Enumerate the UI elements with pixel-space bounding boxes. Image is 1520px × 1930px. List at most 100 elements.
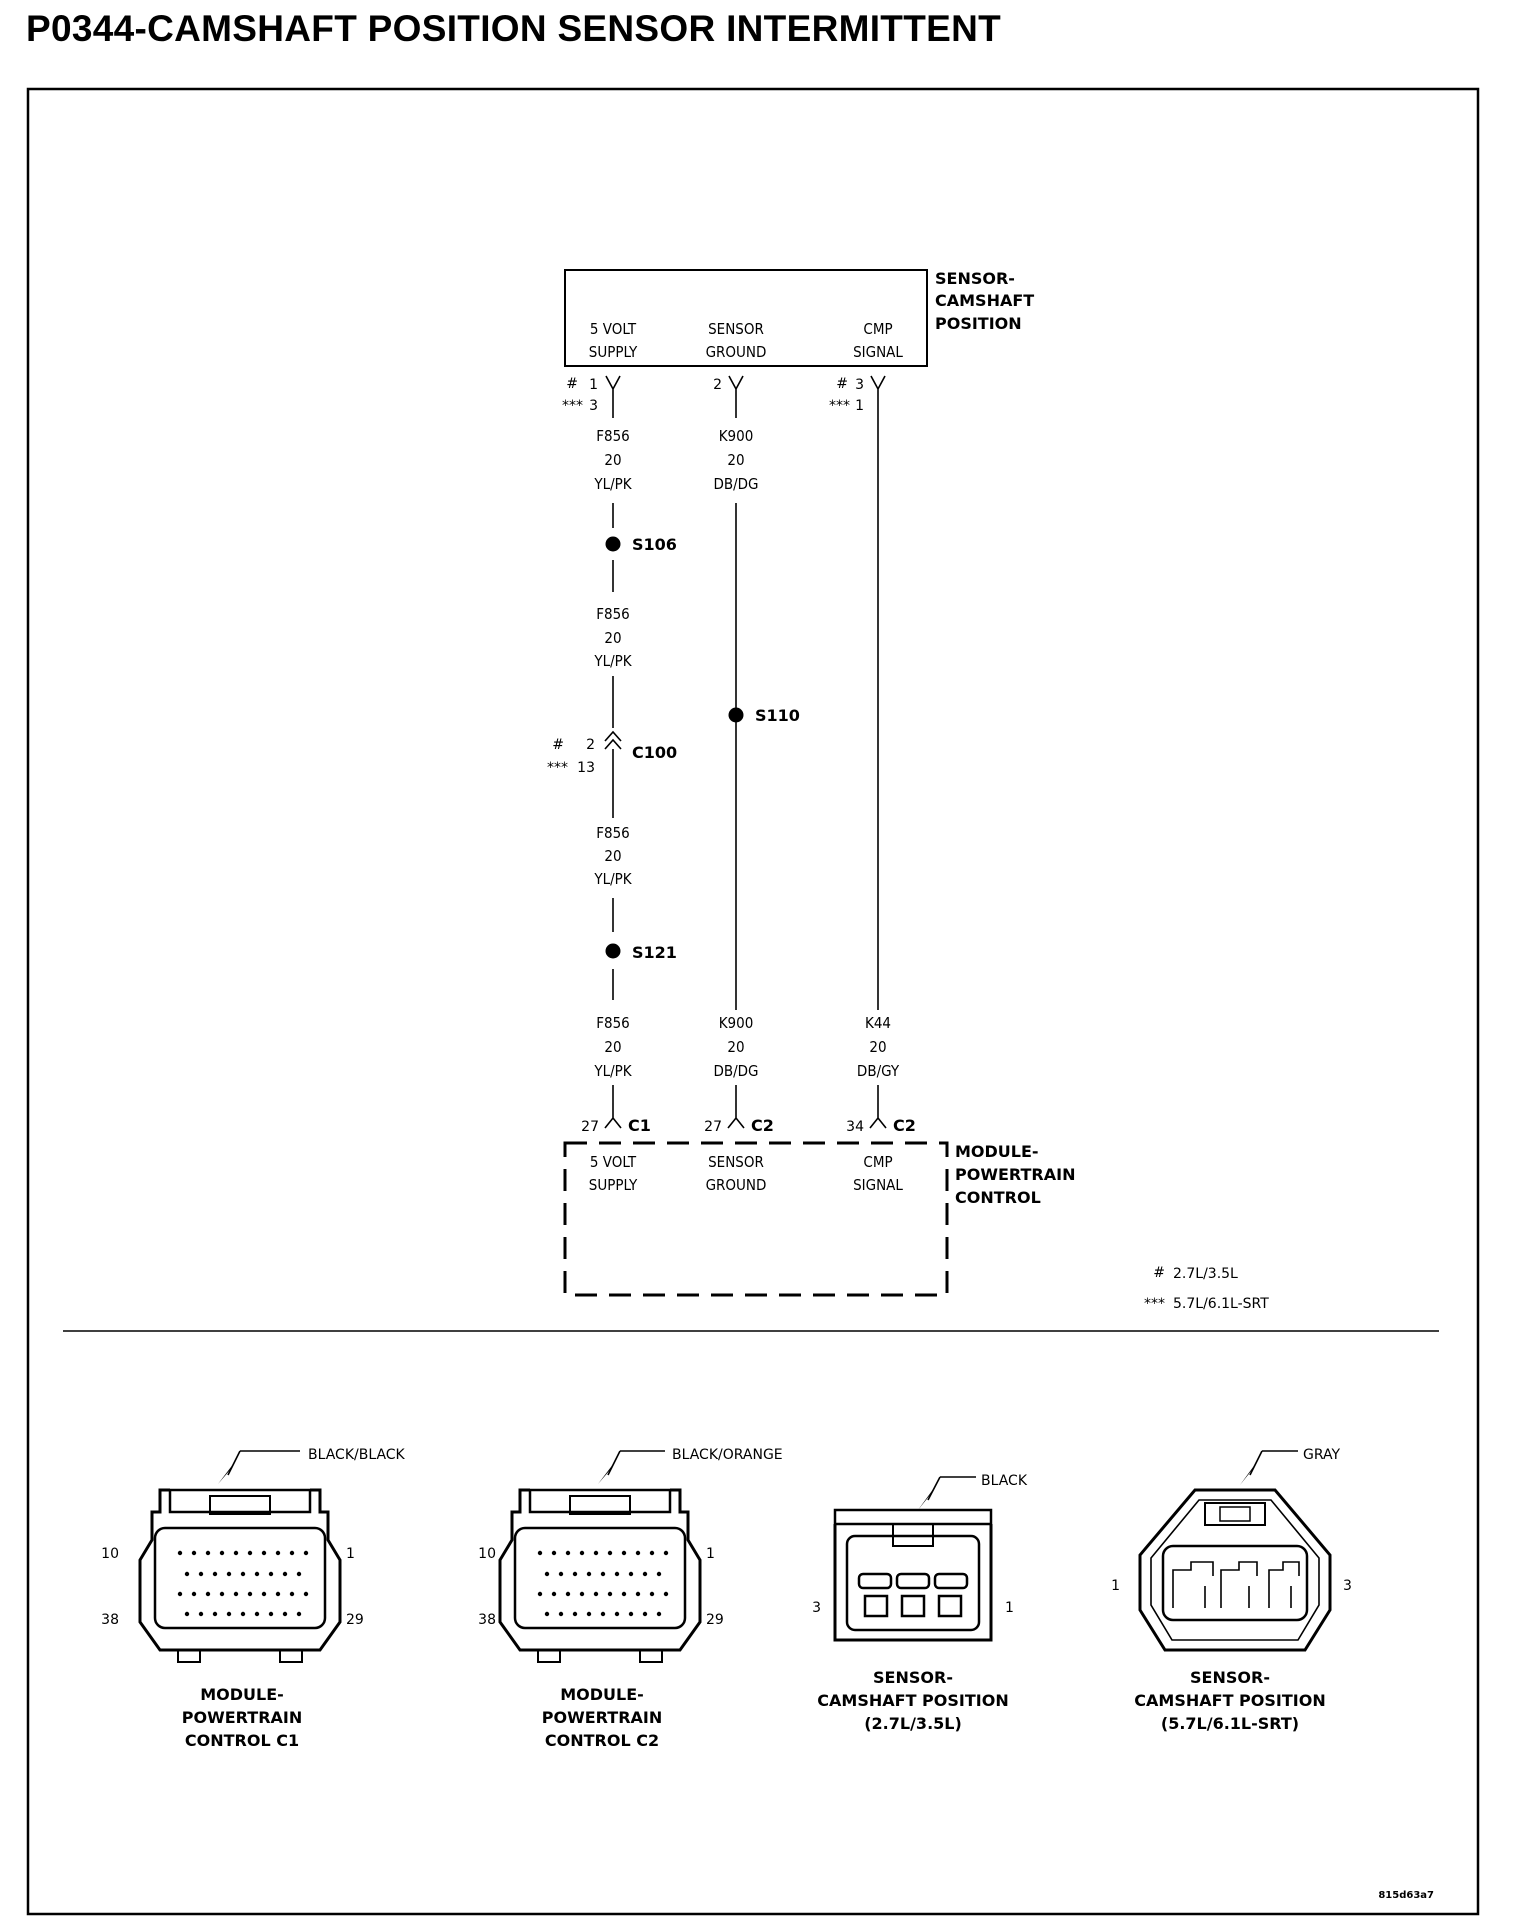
connector-pin-label: 1 bbox=[346, 1546, 355, 1562]
diagram-frame bbox=[26, 87, 1480, 1916]
wire-k900-circuit: K900 bbox=[719, 1014, 754, 1032]
wire-k900-gauge: 20 bbox=[727, 451, 744, 469]
pin-mark-star: *** bbox=[547, 760, 568, 776]
c100-pin-star: 13 bbox=[577, 760, 595, 776]
connector-pin-label: 29 bbox=[706, 1612, 724, 1628]
connector-pin-label: 10 bbox=[101, 1546, 119, 1562]
connector-name: CAMSHAFT POSITION bbox=[1134, 1691, 1325, 1710]
pcm-terminal-ground-line2: GROUND bbox=[706, 1176, 767, 1194]
wire-k44-circuit: K44 bbox=[865, 1014, 891, 1032]
connector-pin-label: 10 bbox=[478, 1546, 496, 1562]
connector-name: CAMSHAFT POSITION bbox=[817, 1691, 1008, 1710]
c100-label: C100 bbox=[632, 743, 677, 762]
wire-f856-circuit: F856 bbox=[596, 1014, 630, 1032]
sensor-terminal-ground-line2: GROUND bbox=[706, 343, 767, 361]
connector-name: SENSOR- bbox=[1190, 1668, 1270, 1687]
figure-id: 815d63a7 bbox=[1378, 1890, 1434, 1901]
wire-f856-circuit: F856 bbox=[596, 605, 630, 623]
connector-pin-label: 1 bbox=[1005, 1600, 1014, 1616]
engine-legend: # 2.7L/3.5L *** 5.7L/6.1L-SRT bbox=[1144, 1265, 1269, 1312]
connector-callout: GRAY bbox=[1303, 1447, 1340, 1463]
connector-name: POWERTRAIN bbox=[182, 1708, 302, 1727]
sensor-pin-signal-hash: 3 bbox=[855, 377, 864, 393]
wire-f856-color: YL/PK bbox=[593, 475, 632, 493]
connector-name: (2.7L/3.5L) bbox=[864, 1714, 962, 1733]
pcm-terminal-supply-line2: SUPPLY bbox=[589, 1176, 638, 1194]
wire-k900-circuit: K900 bbox=[719, 427, 754, 445]
camshaft-sensor-component: SENSOR- CAMSHAFT POSITION 5 VOLT SUPPLY … bbox=[564, 269, 1034, 367]
inline-connector-c100 bbox=[604, 730, 622, 750]
page-title: P0344-CAMSHAFT POSITION SENSOR INTERMITT… bbox=[26, 8, 1001, 49]
wire-k900-color: DB/DG bbox=[713, 1062, 758, 1080]
connector-pin-label: 3 bbox=[812, 1600, 821, 1616]
sensor-name-line-2: CAMSHAFT bbox=[935, 291, 1034, 310]
sensor-name-line-1: SENSOR- bbox=[935, 269, 1015, 288]
connector-view-pcm-c1: BLACK/BLACK 10 1 38 29 MODULE- POWERTRAI… bbox=[101, 1447, 405, 1750]
connector-name: MODULE- bbox=[560, 1685, 644, 1704]
wire-f856-gauge: 20 bbox=[604, 1038, 621, 1056]
wire-k44-gauge: 20 bbox=[869, 1038, 886, 1056]
pin-mark-star: *** bbox=[829, 398, 850, 414]
wire-f856-gauge: 20 bbox=[604, 629, 621, 647]
pcm-name-line-2: POWERTRAIN bbox=[955, 1165, 1075, 1184]
splice-dot bbox=[605, 536, 621, 552]
pcm-pin-supply: 27 bbox=[581, 1119, 599, 1135]
pcm-terminal-ground-line1: SENSOR bbox=[708, 1153, 764, 1171]
pcm-pin-signal: 34 bbox=[846, 1119, 864, 1135]
splice-label-s110: S110 bbox=[755, 706, 800, 725]
sensor-terminal-signal-line2: SIGNAL bbox=[853, 343, 903, 361]
connector-pin-label: 29 bbox=[346, 1612, 364, 1628]
wire-f856-color: YL/PK bbox=[593, 1062, 632, 1080]
legend-text-star: 5.7L/6.1L-SRT bbox=[1173, 1296, 1269, 1312]
pcm-box bbox=[563, 1141, 949, 1297]
connector-callout: BLACK bbox=[981, 1473, 1028, 1489]
pcm-conn-ground: C2 bbox=[751, 1116, 774, 1135]
connector-name: CONTROL C1 bbox=[185, 1731, 299, 1750]
pin-mark-hash: # bbox=[836, 376, 848, 392]
sensor-name-line-3: POSITION bbox=[935, 314, 1022, 333]
sensor-pin-supply-hash: 1 bbox=[589, 377, 598, 393]
wire-f856-gauge: 20 bbox=[604, 451, 621, 469]
wire-f856-gauge: 20 bbox=[604, 847, 621, 865]
connector-view-pcm-c2: BLACK/ORANGE 10 1 38 29 MODULE- POWERTRA… bbox=[478, 1447, 782, 1750]
pcm-name-line-3: CONTROL bbox=[955, 1188, 1041, 1207]
pin-mark-hash: # bbox=[552, 737, 564, 753]
connector-view-sensor-27: BLACK 3 1 SENSOR- CAMSHAFT POSITION (2.7… bbox=[812, 1473, 1028, 1733]
splice-label-s121: S121 bbox=[632, 943, 677, 962]
sensor-pin-ground: 2 bbox=[713, 377, 722, 393]
pcm-pin-symbols bbox=[604, 1103, 887, 1129]
splice-label-s106: S106 bbox=[632, 535, 677, 554]
legend-text-hash: 2.7L/3.5L bbox=[1173, 1266, 1238, 1282]
wire-f856-color: YL/PK bbox=[593, 652, 632, 670]
sensor-pin-supply-star: 3 bbox=[589, 398, 598, 414]
pcm-pin-ground: 27 bbox=[704, 1119, 722, 1135]
splice-dot bbox=[728, 707, 744, 723]
wire-f856-circuit: F856 bbox=[596, 427, 630, 445]
connector-pin-label: 38 bbox=[478, 1612, 496, 1628]
sensor-pin-signal-star: 1 bbox=[855, 398, 864, 414]
connector-pin-label: 3 bbox=[1343, 1578, 1352, 1594]
wire-k900-gauge: 20 bbox=[727, 1038, 744, 1056]
pcm-terminal-signal-line2: SIGNAL bbox=[853, 1176, 903, 1194]
pcm-terminal-supply-line1: 5 VOLT bbox=[590, 1153, 637, 1171]
splice-dot bbox=[605, 943, 621, 959]
wire-f856-color: YL/PK bbox=[593, 870, 632, 888]
connector-callout: BLACK/ORANGE bbox=[672, 1447, 783, 1463]
connector-callout: BLACK/BLACK bbox=[308, 1447, 406, 1463]
connector-name: CONTROL C2 bbox=[545, 1731, 659, 1750]
legend-mark-hash: # bbox=[1153, 1265, 1165, 1281]
pcm-conn-signal: C2 bbox=[893, 1116, 916, 1135]
pin-mark-star: *** bbox=[562, 398, 583, 414]
connector-name: SENSOR- bbox=[873, 1668, 953, 1687]
wire-k900-color: DB/DG bbox=[713, 475, 758, 493]
wire-f856-circuit: F856 bbox=[596, 824, 630, 842]
connector-name: POWERTRAIN bbox=[542, 1708, 662, 1727]
c100-pin-hash: 2 bbox=[586, 737, 595, 753]
connector-pin-label: 1 bbox=[1111, 1578, 1120, 1594]
connector-name: (5.7L/6.1L-SRT) bbox=[1161, 1714, 1299, 1733]
sensor-terminal-ground-line1: SENSOR bbox=[708, 320, 764, 338]
pcm-component: MODULE- POWERTRAIN CONTROL 5 VOLT SUPPLY… bbox=[563, 1141, 1075, 1297]
pcm-terminal-signal-line1: CMP bbox=[863, 1153, 892, 1171]
sensor-box bbox=[564, 269, 928, 367]
connector-pin-label: 38 bbox=[101, 1612, 119, 1628]
